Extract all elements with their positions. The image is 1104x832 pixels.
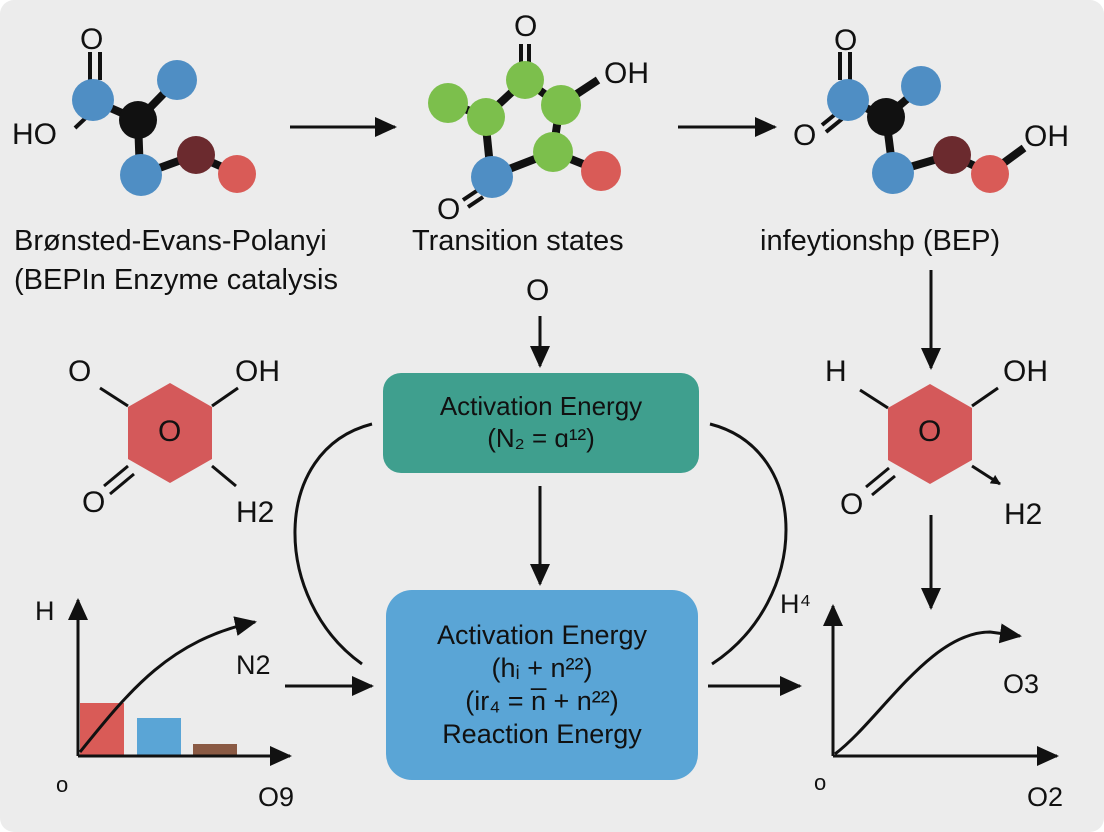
- atom-label: O: [437, 193, 461, 226]
- left-molecule: [72, 52, 256, 196]
- atom-red: [581, 151, 621, 191]
- label-n2: N2: [236, 650, 271, 680]
- atom-blue: [157, 60, 197, 100]
- curve-line: [834, 623, 1022, 756]
- ring-label: H: [825, 355, 847, 388]
- hexagon-ring: [128, 383, 212, 483]
- atom-blue: [827, 79, 869, 121]
- caption-transition-states: Transition states: [412, 225, 624, 257]
- right-ring: [859, 384, 1001, 497]
- curve-line: [78, 616, 257, 753]
- ring-label: H2: [1004, 498, 1043, 531]
- atom-red: [218, 155, 256, 193]
- box-formula: (ir₄ = n̅ + n²²): [465, 686, 619, 716]
- atom-green: [541, 85, 581, 125]
- atom-blue: [872, 152, 914, 194]
- caption-bep-line2: (BEPIn Enzyme catalysis: [14, 264, 338, 296]
- bar-red: [80, 703, 124, 755]
- middle-molecule: [428, 44, 621, 209]
- right-chart: [823, 604, 1059, 766]
- atom-green: [467, 98, 505, 136]
- curve-connector-left: [293, 422, 373, 666]
- atom-label: OH: [1024, 120, 1069, 153]
- atom-green: [533, 132, 573, 172]
- atom-blue: [120, 154, 162, 196]
- chart-y-label: H: [35, 596, 55, 626]
- atom-red: [971, 155, 1009, 193]
- atom-label: O: [793, 119, 817, 152]
- ring-label: H2: [236, 496, 275, 529]
- atom-black: [867, 98, 905, 136]
- chart-x-label: O9: [258, 782, 295, 812]
- hexagon-ring: [888, 384, 972, 484]
- atom-blue: [901, 66, 941, 106]
- atom-maroon: [933, 136, 971, 174]
- atom-label: O: [514, 10, 538, 43]
- box-formula: (hᵢ + n²²): [491, 653, 593, 684]
- left-chart: [68, 598, 292, 766]
- ring-center-label: O: [158, 415, 182, 448]
- chart-y-label: H⁴: [780, 589, 812, 619]
- chart-x-label: O2: [1027, 782, 1064, 812]
- box-title: Activation Energy: [436, 620, 648, 651]
- ring-label: OH: [1003, 355, 1048, 388]
- atom-green: [428, 83, 468, 123]
- label-o: O: [526, 274, 550, 307]
- right-molecule: [820, 52, 1027, 194]
- box-formula: (N₂ = ɑ¹²): [487, 423, 595, 453]
- atom-maroon: [177, 136, 215, 174]
- ring-center-label: O: [918, 415, 942, 448]
- left-ring: [99, 383, 239, 496]
- atom-blue: [72, 79, 114, 121]
- atom-green: [506, 61, 544, 99]
- caption-relationship: infeytionshp (BEP): [760, 225, 1001, 257]
- ring-label: O: [840, 488, 864, 521]
- box-title: Activation Energy: [439, 391, 643, 422]
- atom-label: O: [80, 23, 104, 56]
- bar-blue: [137, 718, 181, 755]
- chart-origin-label: o: [814, 770, 827, 795]
- activation-energy-box: Activation Energy (N₂ = ɑ¹²): [383, 373, 699, 473]
- atom-label: OH: [604, 57, 649, 90]
- chart-origin-label: o: [56, 772, 69, 797]
- ring-label: OH: [235, 355, 280, 388]
- atom-blue: [471, 156, 513, 198]
- reaction-energy-box: Activation Energy (hᵢ + n²²) (ir₄ = n̅ +…: [386, 590, 698, 780]
- box-subtitle: Reaction Energy: [442, 718, 642, 749]
- atom-black: [119, 101, 157, 139]
- caption-bep-line1: Brønsted-Evans-Polanyi: [14, 225, 327, 257]
- bar-brown: [193, 744, 237, 755]
- atom-label: O: [834, 24, 858, 57]
- chart-curve-label: O3: [1003, 669, 1040, 699]
- atom-label: HO: [12, 118, 57, 151]
- ring-label: O: [68, 355, 92, 388]
- curve-connector-right: [709, 422, 788, 666]
- ring-label: O: [82, 486, 106, 519]
